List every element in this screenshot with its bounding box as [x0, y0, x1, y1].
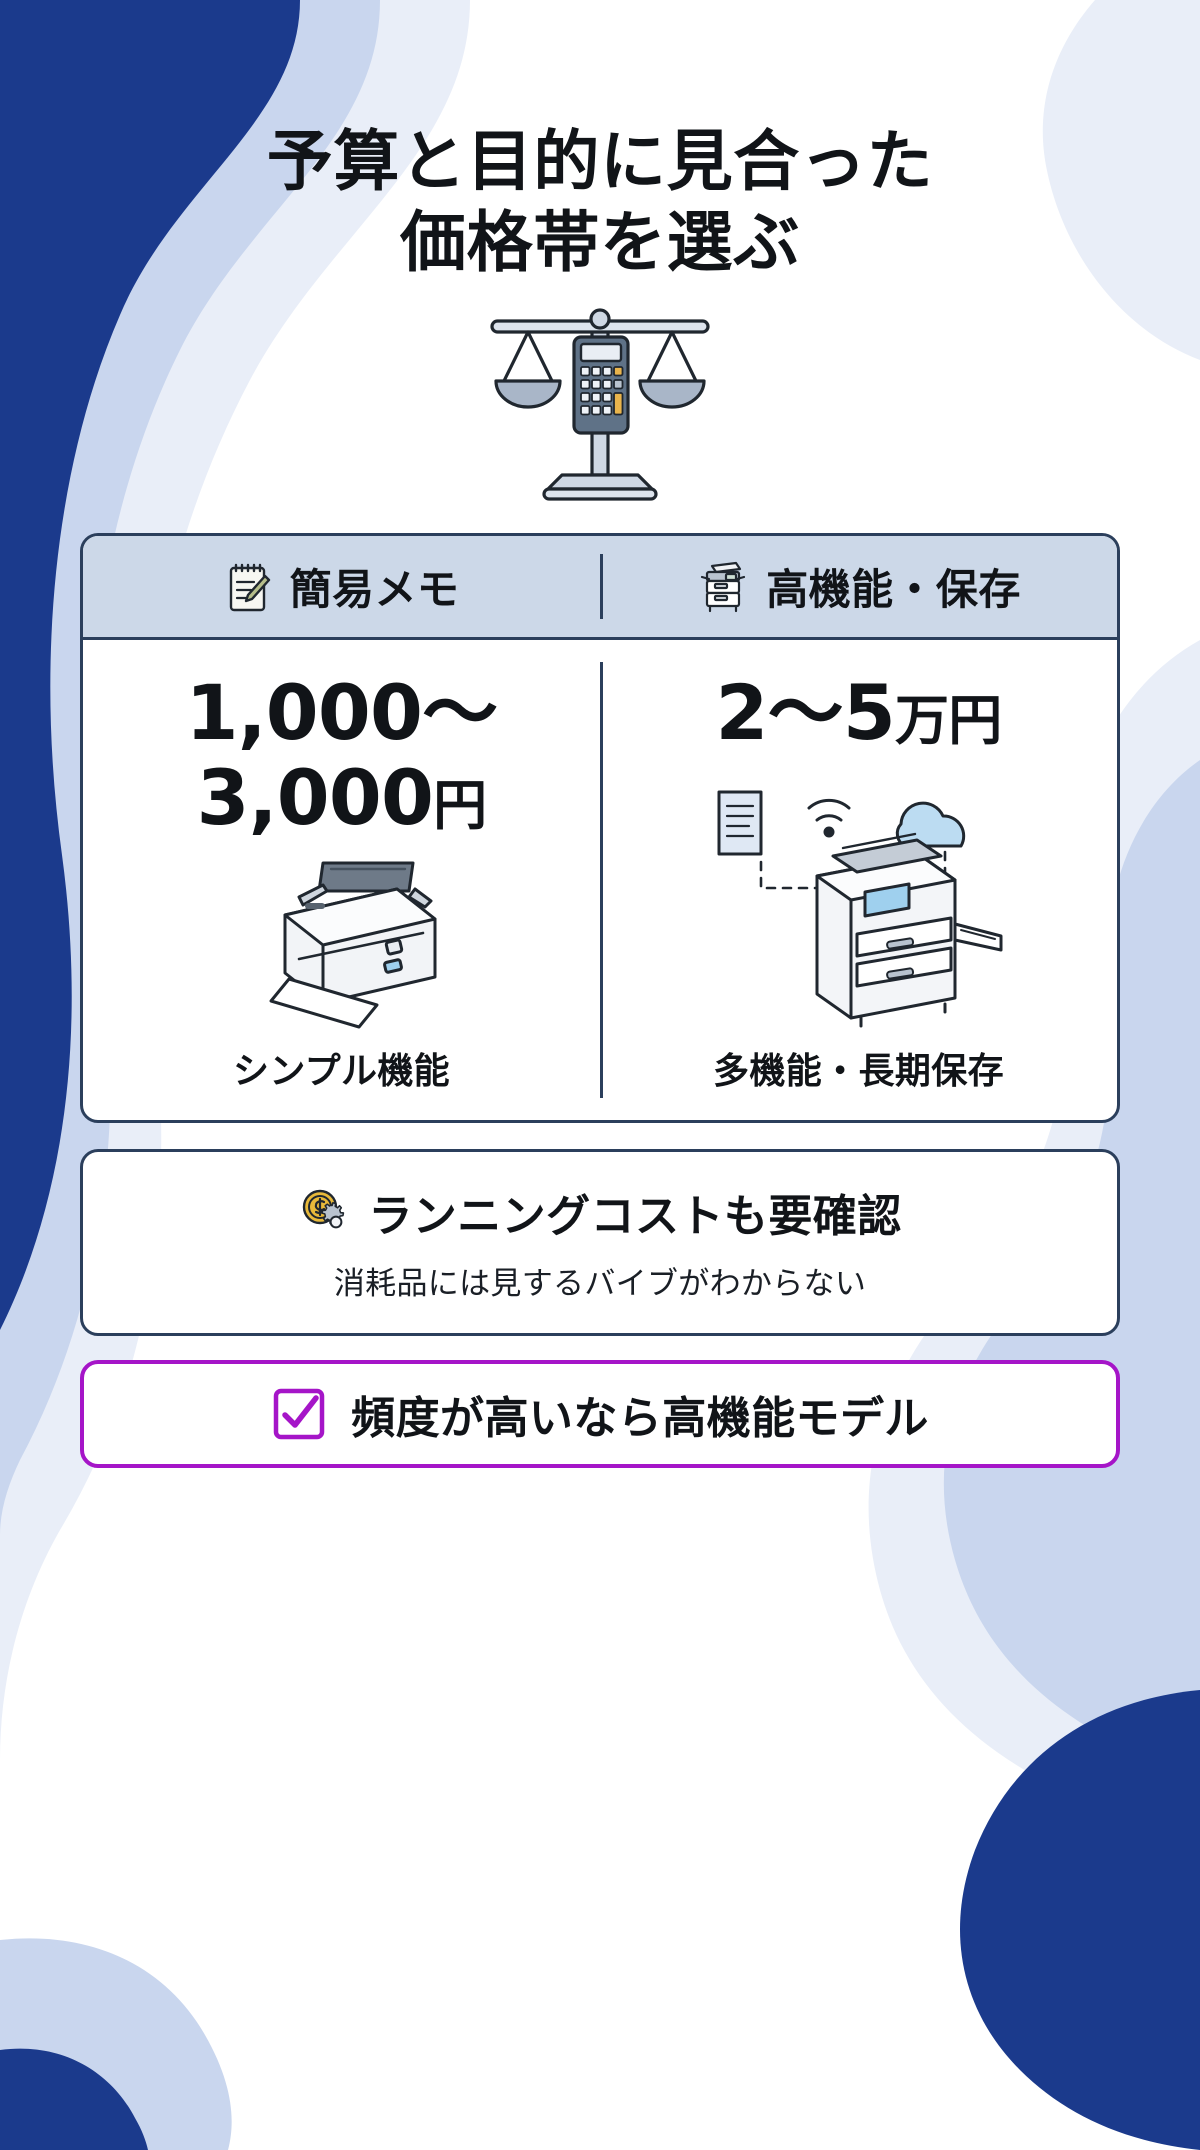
running-cost-subtitle: 消耗品には見するバイブがわからない [333, 1266, 867, 1303]
comparison-header-cell-advanced: 高機能・保存 [600, 536, 1117, 637]
notepad-pencil-icon [224, 559, 274, 615]
price-simple: 1,000〜 3,000円 [185, 668, 499, 843]
balance-scale-calculator-icon [470, 307, 730, 507]
recommendation-label: 頻度が高いなら高機能モデル [351, 1393, 929, 1445]
bg-blob-pale-topright [1042, 0, 1200, 360]
device-illustration-simple [227, 844, 457, 1036]
checkbox-checked-icon[interactable] [271, 1386, 327, 1442]
caption-advanced: 多機能・長期保存 [713, 1051, 1004, 1093]
price-advanced: 2〜5万円 [715, 668, 1003, 758]
price-simple-line2-amount: 3,000 [196, 753, 434, 843]
price-advanced-line1: 2〜5 [715, 668, 896, 758]
price-advanced-unit: 万円 [895, 689, 1002, 753]
bg-blob-deep-bottomright [960, 1690, 1200, 2150]
multifunction-printer-icon [696, 558, 750, 616]
title-line-2: 価格帯を選ぶ [400, 203, 800, 281]
comparison-header-row: 簡易メモ [83, 536, 1117, 641]
running-cost-title: ランニングコストも要確認 [368, 1191, 902, 1243]
comparison-header-label-advanced: 高機能・保存 [766, 565, 1021, 615]
sheetfed-scanner-icon [227, 845, 457, 1035]
running-cost-card: ランニングコストも要確認 消耗品には見するバイブがわからない [80, 1149, 1120, 1337]
coin-gear-icon [298, 1185, 354, 1239]
comparison-cell-advanced: 2〜5万円 [600, 640, 1117, 1120]
bg-blob-deep-bottomleft [0, 2048, 148, 2150]
mfp-cloud-document-icon [709, 768, 1009, 1028]
bg-blob-deep-left [0, 0, 300, 1330]
price-simple-line2-unit: 円 [433, 774, 487, 838]
caption-simple: シンプル機能 [232, 1051, 451, 1093]
comparison-body-row: 1,000〜 3,000円 [83, 640, 1117, 1120]
comparison-cell-simple: 1,000〜 3,000円 [83, 640, 600, 1120]
title-line-1: 予算と目的に見合った [266, 123, 934, 200]
page-title: 予算と目的に見合った 価格帯を選ぶ [80, 0, 1120, 283]
comparison-table: 簡易メモ [80, 533, 1120, 1124]
comparison-header-cell-simple: 簡易メモ [83, 536, 600, 637]
price-simple-line1: 1,000〜 [185, 668, 499, 758]
hero-illustration [80, 307, 1120, 507]
running-cost-heading: ランニングコストも要確認 [117, 1180, 1083, 1244]
device-illustration-advanced [709, 759, 1009, 1036]
recommendation-card[interactable]: 頻度が高いなら高機能モデル [80, 1360, 1120, 1469]
comparison-header-label-simple: 簡易メモ [289, 565, 460, 615]
